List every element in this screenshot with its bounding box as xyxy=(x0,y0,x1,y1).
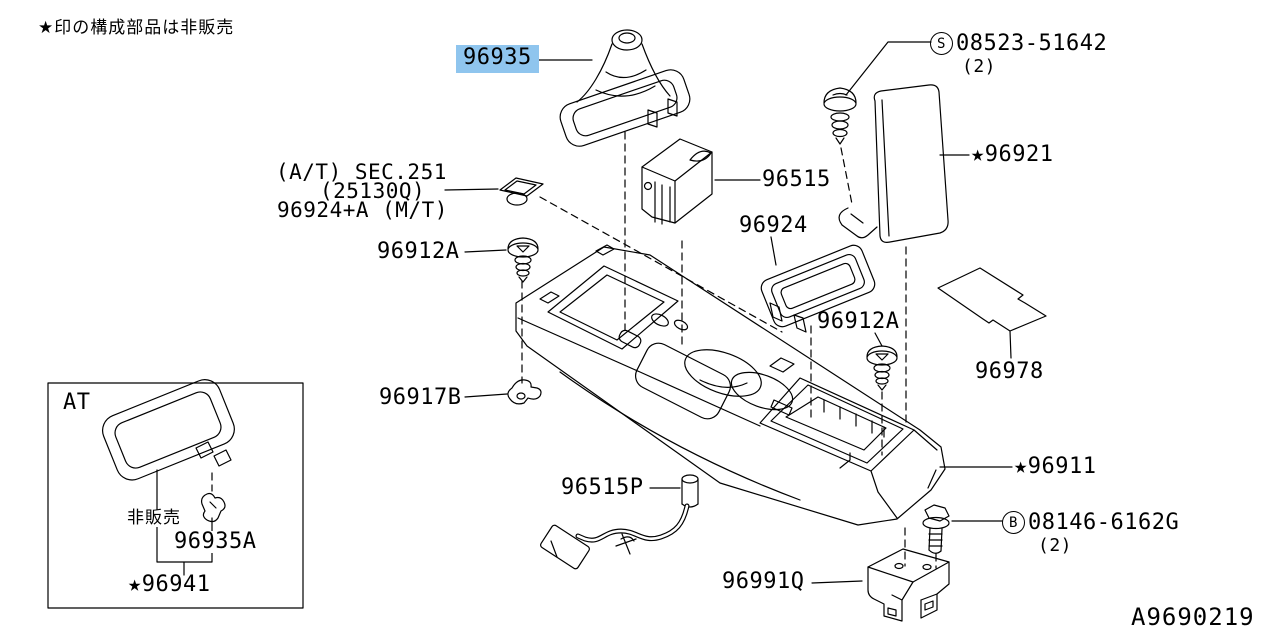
part-label-96912a-right[interactable]: 96912A xyxy=(817,309,900,334)
circled-s-icon: S xyxy=(930,32,953,55)
at-ref-line1[interactable]: (A/T) SEC.251 xyxy=(276,160,447,184)
mat-96978-art xyxy=(937,267,1047,332)
finisher-at-art xyxy=(499,177,544,206)
bolt-b-art xyxy=(922,504,950,554)
bolt-b-number: 08146-6162G xyxy=(1028,509,1180,535)
part-label-96515p[interactable]: 96515P xyxy=(561,475,644,500)
diagram-code: A9690219 xyxy=(1131,603,1255,631)
at-ref-line3[interactable]: 96924+A (M/T) xyxy=(277,198,448,222)
bracket-96991q-art xyxy=(867,548,950,622)
harness-96515p-art xyxy=(540,474,699,570)
ashtray-96515-art xyxy=(641,138,713,225)
not-for-sale-note: ★印の構成部品は非販売 xyxy=(38,18,235,38)
shift-boot-art xyxy=(559,29,691,147)
part-label-96911[interactable]: ★96911 xyxy=(1014,454,1097,479)
screw-96912a-left-art xyxy=(507,237,539,283)
part-label-bolt-b[interactable]: B 08146-6162G xyxy=(1002,511,1179,534)
console-lid-art xyxy=(838,84,949,243)
part-label-96924[interactable]: 96924 xyxy=(739,213,808,238)
leader-lines xyxy=(444,41,1013,584)
screw-s-quantity: (2) xyxy=(962,56,997,77)
circled-b-icon: B xyxy=(1002,511,1025,534)
at-inset-title: AT xyxy=(63,390,91,415)
screw-96912a-right-art xyxy=(866,345,898,391)
part-label-96917b[interactable]: 96917B xyxy=(379,385,462,410)
part-label-96935-highlighted[interactable]: 96935 xyxy=(456,45,539,73)
bolt-b-quantity: (2) xyxy=(1038,535,1073,556)
part-label-96515[interactable]: 96515 xyxy=(762,167,831,192)
part-label-screw-s[interactable]: S 08523-51642 xyxy=(930,32,1107,55)
part-label-96921[interactable]: ★96921 xyxy=(971,142,1054,167)
part-label-96991q[interactable]: 96991Q xyxy=(722,569,805,594)
at-inset-not-sold-label: 非販売 xyxy=(125,508,183,528)
part-label-96978[interactable]: 96978 xyxy=(975,359,1044,384)
clip-96917b-art xyxy=(507,379,542,405)
at-ref-line2[interactable]: (25130Q) xyxy=(320,179,426,203)
part-label-96941[interactable]: ★96941 xyxy=(128,572,211,597)
tray-96924-art xyxy=(760,244,876,333)
console-body-art xyxy=(515,244,946,526)
screw-s-number: 08523-51642 xyxy=(956,30,1108,56)
part-label-96912a-left[interactable]: 96912A xyxy=(377,239,460,264)
part-label-96935a[interactable]: 96935A xyxy=(172,529,259,554)
screw-s-art xyxy=(823,87,857,145)
